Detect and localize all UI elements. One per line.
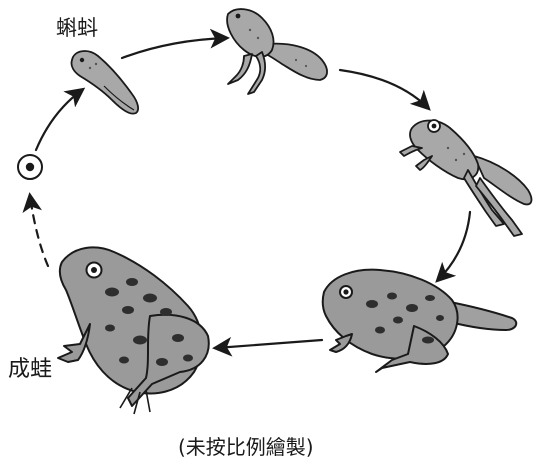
adult-frog-label: 成蛙 [8, 357, 53, 382]
young-frog-icon [321, 268, 518, 373]
adult-frog-icon [57, 246, 210, 415]
not-to-scale-note: (未按比例繪製) [178, 435, 314, 459]
arrow-tadpole-to-legged-tadpole [120, 28, 230, 60]
young-frog-spots [366, 292, 444, 344]
adult-frog-spots [105, 278, 193, 366]
egg-icon [17, 154, 43, 180]
arrow-egg-to-tadpole [34, 87, 86, 152]
froglet-icon [399, 119, 533, 237]
arrow-adult-to-egg-dashed [22, 192, 50, 268]
tadpole-icon [70, 50, 139, 115]
arrow-legged-tadpole-to-froglet [338, 68, 431, 111]
tadpole-with-legs-icon [226, 8, 328, 95]
tadpole-label: 蝌蚪 [56, 16, 98, 40]
cycle-arrows [22, 28, 472, 357]
arrow-froglet-to-young-frog [435, 210, 472, 283]
arrow-young-frog-to-adult [212, 336, 324, 357]
